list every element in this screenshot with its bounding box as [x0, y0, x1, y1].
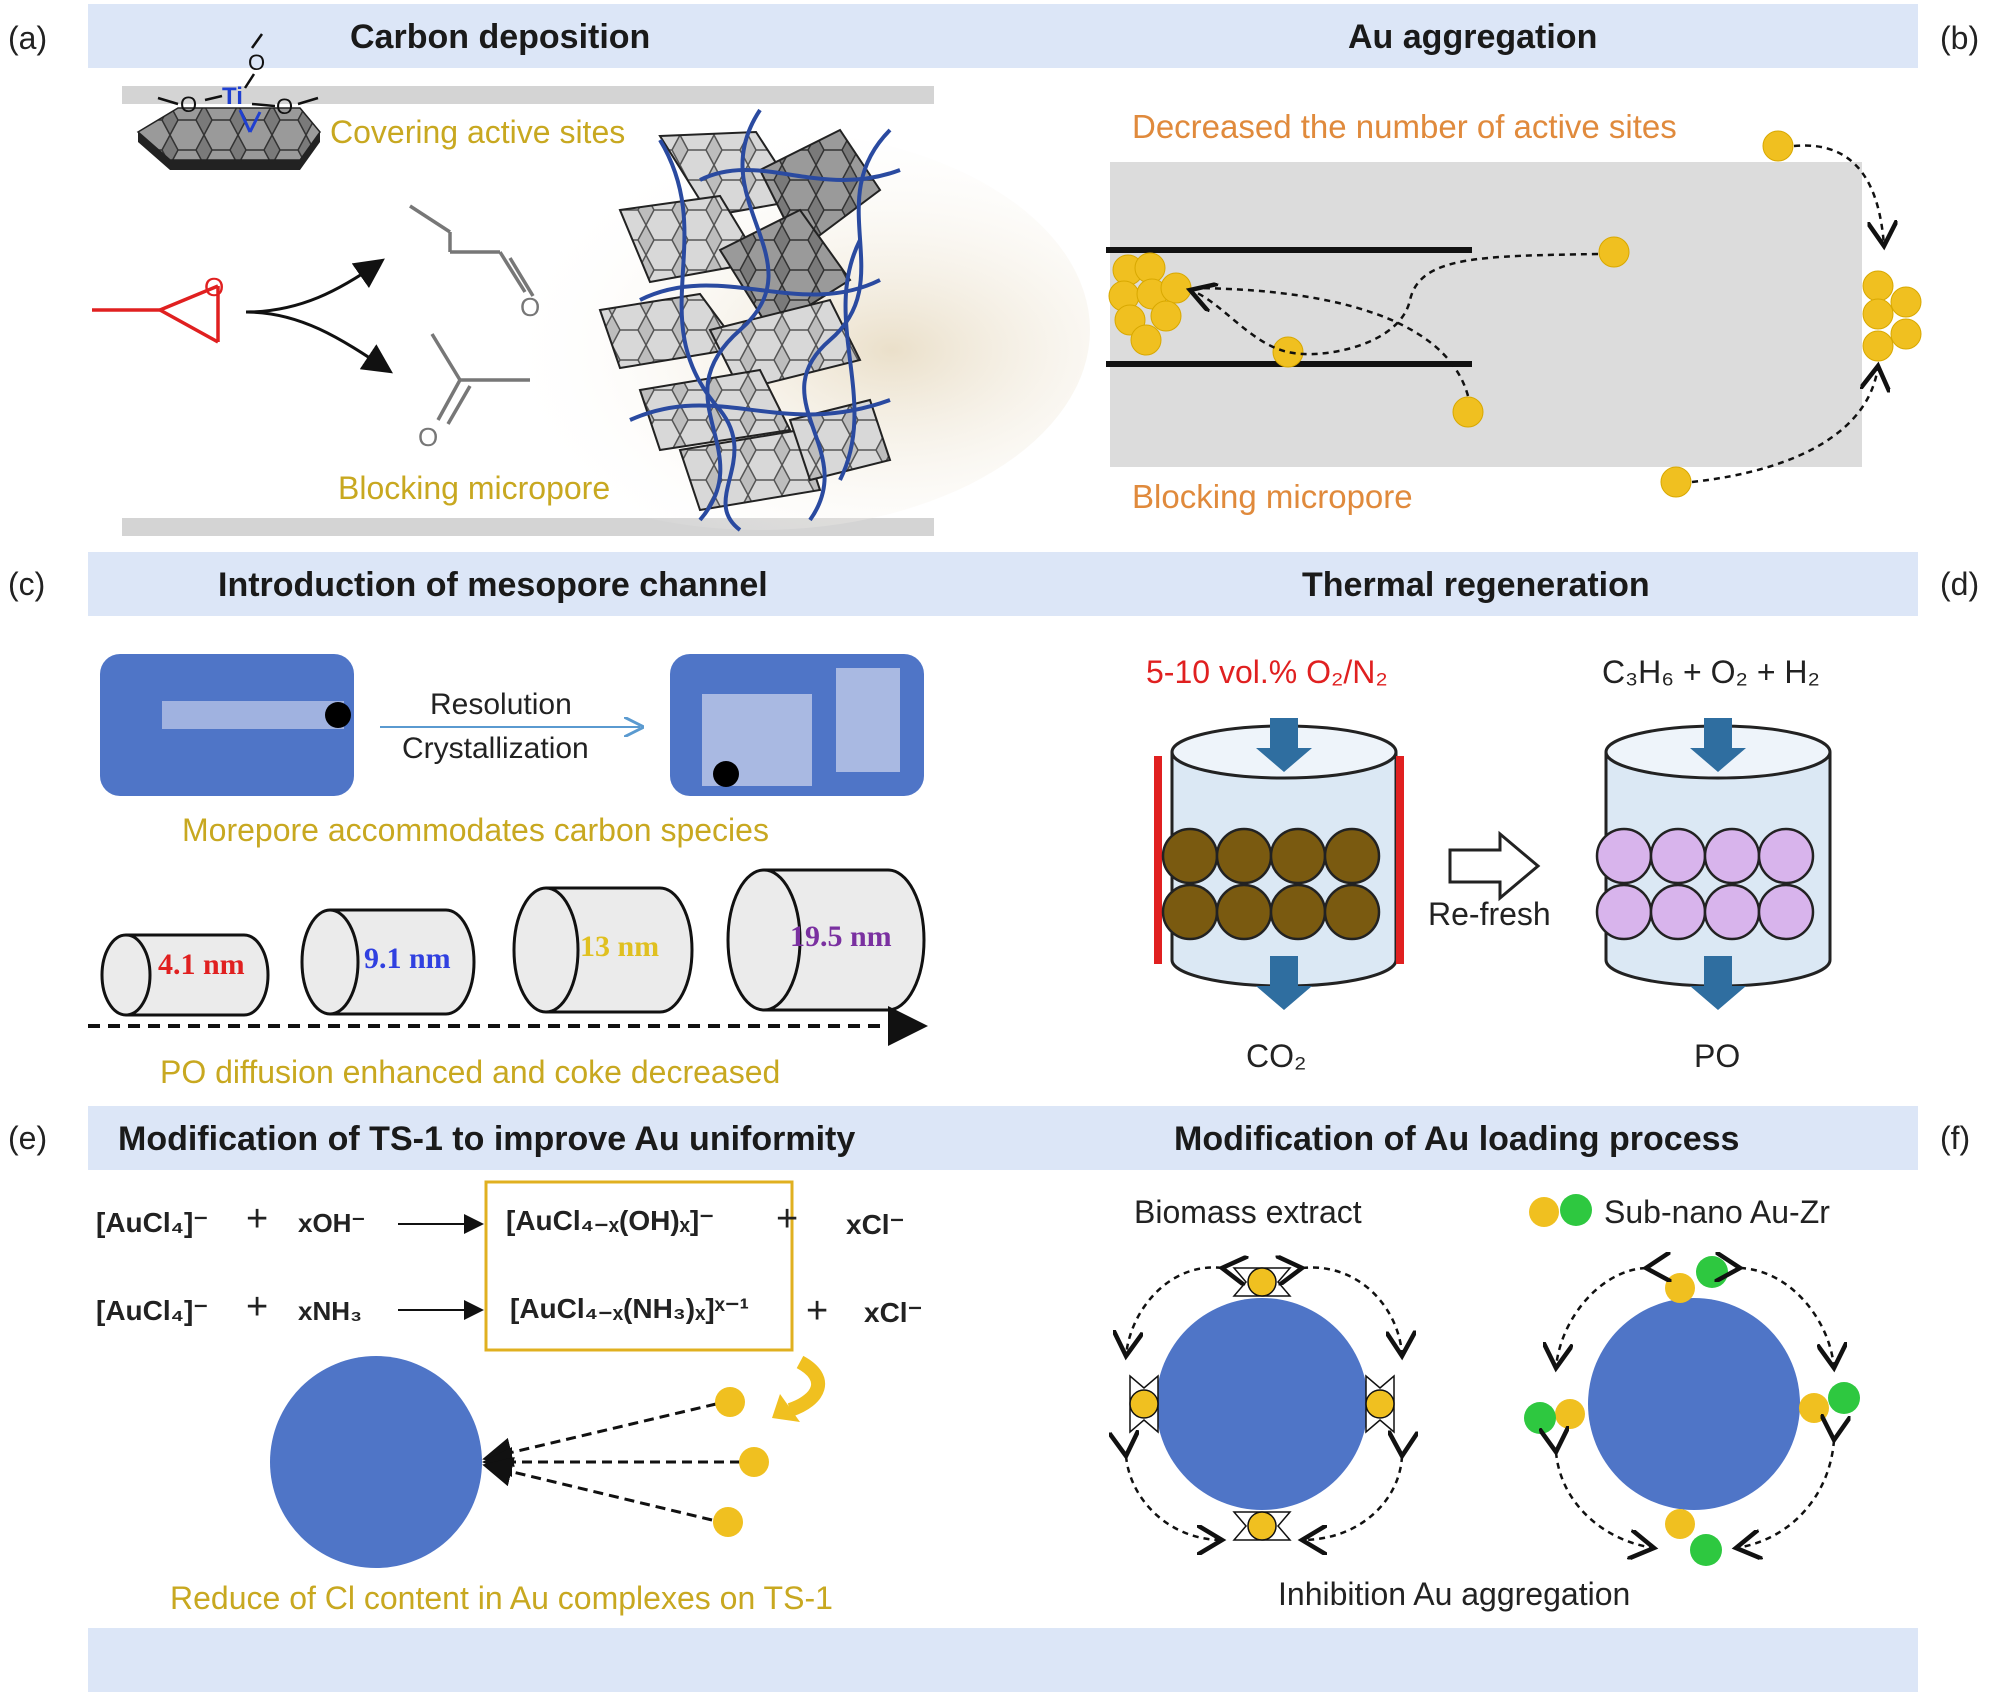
header-bar-ef — [88, 1106, 1918, 1170]
feed-right-label: C₃H₆ + O₂ + H₂ — [1602, 654, 1820, 690]
panel-label-d: (d) — [1940, 566, 1980, 602]
reactor-right — [1595, 718, 1832, 1010]
panel-label-b: (b) — [1940, 20, 1980, 56]
propanal-icon: O — [409, 204, 540, 322]
panel-label-f: (f) — [1940, 1120, 1971, 1156]
eq1-reactant: [AuCl₄]⁻ — [96, 1207, 209, 1238]
refresh-label: Re-fresh — [1428, 896, 1551, 932]
eq2-plus-2: + — [806, 1290, 829, 1332]
propylene-oxide-icon: O — [92, 272, 224, 344]
biomass-extract-label: Biomass extract — [1134, 1194, 1362, 1230]
feed-left-label: 5-10 vol.% O₂/N₂ — [1146, 654, 1388, 690]
header-bar-cd — [88, 552, 1918, 616]
panel-label-c: (c) — [8, 566, 46, 602]
title-au-loading: Modification of Au loading process — [1174, 1120, 1740, 1158]
panel-a-graphics: O Ti O O O O — [92, 33, 1090, 536]
panel-b-graphics — [1106, 130, 1922, 498]
au-particles — [1272, 130, 1794, 498]
ti-site-icon: O Ti O O — [136, 33, 321, 170]
panel-label-a: (a) — [8, 20, 48, 56]
panel-c-graphics — [88, 654, 928, 1046]
svg-text:O: O — [276, 94, 293, 119]
eq2-byproduct: xCl⁻ — [864, 1297, 923, 1328]
crystallization-label: Crystallization — [402, 732, 589, 765]
title-au-aggregation: Au aggregation — [1348, 18, 1598, 56]
svg-text:O: O — [248, 50, 265, 75]
header-bar-ab — [88, 4, 1918, 68]
covering-active-sites-label: Covering active sites — [330, 114, 626, 150]
acetone-icon: O — [418, 333, 530, 452]
panel-label-e: (e) — [8, 1120, 48, 1156]
pore-size-4: 19.5 nm — [790, 920, 892, 953]
eq1-plus: + — [246, 1198, 269, 1240]
cl-content-label: Reduce of Cl content in Au complexes on … — [170, 1580, 833, 1616]
footer-bar — [88, 1628, 1918, 1692]
svg-text:Ti: Ti — [222, 83, 243, 110]
diffusion-label: PO diffusion enhanced and coke decreased — [160, 1054, 781, 1090]
out-left-label: CO₂ — [1246, 1038, 1307, 1074]
title-ts1-modification: Modification of TS-1 to improve Au unifo… — [118, 1120, 856, 1158]
subnano-au-zr-label: Sub-nano Au-Zr — [1604, 1194, 1830, 1230]
pore-size-1: 4.1 nm — [158, 948, 245, 981]
blocking-micropore-label-a: Blocking micropore — [338, 470, 611, 506]
svg-text:O: O — [204, 272, 224, 302]
au-cluster-left — [1108, 252, 1192, 356]
reactor-left — [1154, 718, 1404, 1010]
morepore-label: Morepore accommodates carbon species — [182, 812, 769, 848]
eq1-byproduct: xCl⁻ — [846, 1209, 905, 1240]
pore-size-2: 9.1 nm — [364, 942, 451, 975]
svg-text:O: O — [418, 422, 438, 452]
inhibition-label: Inhibition Au aggregation — [1278, 1576, 1631, 1612]
pore-size-3: 13 nm — [580, 930, 660, 963]
eq2-product: [AuCl₄₋ₓ(NH₃)ₓ]ˣ⁻¹ — [510, 1293, 749, 1324]
decreased-active-sites-label: Decreased the number of active sites — [1132, 108, 1677, 145]
svg-text:O: O — [520, 292, 540, 322]
panel-d-graphics — [1154, 718, 1832, 1010]
au-cluster-right — [1862, 270, 1922, 362]
svg-text:O: O — [180, 92, 197, 117]
eq1-product: [AuCl₄₋ₓ(OH)ₓ]⁻ — [506, 1205, 715, 1236]
blocking-micropore-label-b: Blocking micropore — [1132, 478, 1413, 515]
panel-e-graphics — [270, 1180, 826, 1568]
eq2-reagent: xNH₃ — [298, 1296, 363, 1326]
eq1-plus-2: + — [776, 1198, 799, 1240]
title-mesopore: Introduction of mesopore channel — [218, 566, 768, 604]
title-carbon-deposition: Carbon deposition — [350, 18, 651, 56]
eq2-plus: + — [246, 1286, 269, 1328]
eq2-reactant: [AuCl₄]⁻ — [96, 1295, 209, 1326]
pore-cylinders — [100, 868, 926, 1017]
polymer-chains — [629, 108, 901, 532]
title-thermal-regeneration: Thermal regeneration — [1302, 566, 1650, 604]
panel-f-graphics — [1126, 1194, 1860, 1566]
out-right-label: PO — [1694, 1038, 1741, 1074]
resolution-label: Resolution — [430, 688, 572, 721]
eq1-reagent: xOH⁻ — [298, 1208, 366, 1238]
coke-sheets — [598, 128, 892, 512]
